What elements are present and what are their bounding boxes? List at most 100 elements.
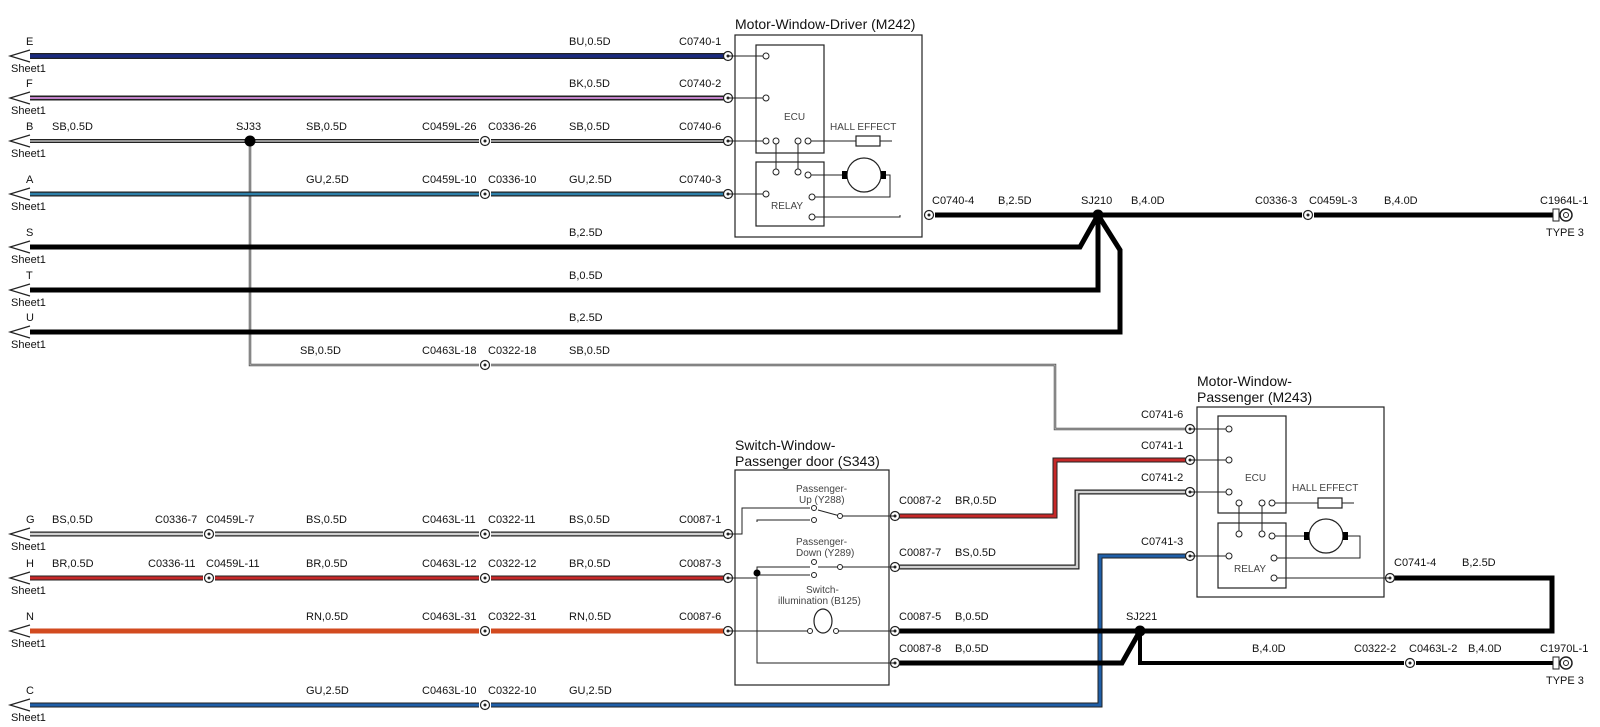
label-c00878: C0087-8: [899, 643, 941, 655]
label-c00877-w: BS,0.5D: [955, 547, 996, 559]
wire-c00875[interactable]: [895, 575, 1555, 634]
ground-terminal-1[interactable]: C1964L-1 TYPE 3: [1540, 195, 1588, 239]
label-e-conn: C0740-1: [679, 36, 721, 48]
label-g-w2: BS,0.5D: [306, 514, 347, 526]
s343-up-label-2: Up (Y288): [799, 495, 845, 506]
label-e-wire: BU,0.5D: [569, 36, 611, 48]
label-t-wire: B,0.5D: [569, 270, 603, 282]
label-sb-w2: SB,0.5D: [569, 345, 610, 357]
connector-pin-dot: [207, 532, 211, 536]
label-c07411: C0741-1: [1141, 440, 1183, 452]
offsheet-arrow-icon: [7, 527, 31, 541]
offsheet-arrow-icon: [7, 187, 31, 201]
splice-sj33[interactable]: [244, 135, 256, 147]
label-c00875-w: B,0.5D: [955, 611, 989, 623]
label-a-c2: C0336-10: [488, 174, 536, 186]
m243-pin: [1225, 552, 1233, 560]
label-c07414: C0741-4: [1394, 557, 1436, 569]
m243-pin: [1225, 425, 1233, 433]
label-n-c1: C0463L-31: [422, 611, 476, 623]
wire-c00872[interactable]: [895, 457, 1190, 519]
motor-window-driver[interactable]: Motor-Window-Driver (M242) ECU RELAY HAL…: [728, 16, 923, 238]
connector-pin-dot: [927, 213, 931, 217]
label-gnd2-w1: B,4.0D: [1252, 643, 1286, 655]
offsheet-arrow-icon: [7, 240, 31, 254]
label-b-w3: SB,0.5D: [569, 121, 610, 133]
splice-sj210[interactable]: [1092, 209, 1104, 221]
connector-pin-dot: [483, 192, 487, 196]
s343-pin: [811, 505, 817, 511]
label-h-w2: BR,0.5D: [306, 558, 348, 570]
m243-pin: [1235, 530, 1243, 538]
label-g-w3: BS,0.5D: [569, 514, 610, 526]
wire-c00878[interactable]: [895, 629, 1143, 666]
switch-window-passenger-door[interactable]: Switch-Window- Passenger door (S343) Pas…: [728, 437, 895, 686]
ground-2-eyelet-hole: [1563, 660, 1569, 666]
offsheet-sheet-ref: Sheet1: [11, 541, 46, 553]
wire-t[interactable]: [22, 215, 1101, 293]
splice-sj221[interactable]: [1134, 625, 1146, 637]
offsheet-sheet-ref: Sheet1: [11, 105, 46, 117]
s343-title-2: Passenger door (S343): [735, 453, 880, 469]
m242-title: Motor-Window-Driver (M242): [735, 16, 915, 32]
splice-sj210-label: SJ210: [1081, 195, 1112, 207]
m243-relay-label: RELAY: [1234, 564, 1266, 575]
label-b-conn: C0740-6: [679, 121, 721, 133]
ground-1-id: C1964L-1: [1540, 195, 1588, 207]
label-c0459l3: C0459L-3: [1309, 195, 1357, 207]
wire-s[interactable]: [22, 213, 1101, 250]
m242-pin: [772, 137, 780, 145]
offsheet-sheet-ref: Sheet1: [11, 63, 46, 75]
offsheet-sheet-ref: Sheet1: [11, 712, 46, 724]
motor-window-passenger[interactable]: Motor-Window- Passenger (M243) ECU RELAY…: [1190, 373, 1390, 598]
m243-title-1: Motor-Window-: [1197, 373, 1292, 389]
label-g-c2: C0459L-7: [206, 514, 254, 526]
m242-hall-sensor: [855, 135, 881, 147]
m242-motor-brush: [842, 171, 847, 179]
m243-motor-icon: [1308, 518, 1344, 554]
label-m243-out-w: B,2.5D: [1462, 557, 1496, 569]
label-sj210-w2: B,4.0D: [1131, 195, 1165, 207]
offsheet-letter: B: [26, 121, 33, 133]
wires: [22, 53, 1555, 708]
offsheet-letter: E: [26, 36, 33, 48]
s343-ill-label-2: illumination (B125): [778, 596, 861, 607]
label-c07413: C0741-3: [1141, 536, 1183, 548]
ground-terminal-2[interactable]: C1970L-1 TYPE 3: [1540, 643, 1588, 687]
offsheet-arrow-icon: [7, 49, 31, 63]
wire-sb-drop-color: [249, 141, 1190, 430]
ground-2-clip: [1552, 656, 1560, 670]
ground-1-type: TYPE 3: [1546, 227, 1584, 239]
label-c07404: C0740-4: [932, 195, 974, 207]
labels: BU,0.5D C0740-1 BK,0.5D C0740-2 SB,0.5D …: [52, 36, 1502, 697]
offsheet-sheet-ref: Sheet1: [11, 297, 46, 309]
connector-pin-dot: [1306, 213, 1310, 217]
label-c00875: C0087-5: [899, 611, 941, 623]
wire-sj221-ground[interactable]: [1138, 631, 1555, 665]
m242-pin: [794, 168, 802, 176]
grounds: C1964L-1 TYPE 3 C1970L-1 TYPE 3: [1540, 195, 1588, 687]
offsheet-arrow-e[interactable]: E Sheet1: [7, 36, 46, 75]
wire-u[interactable]: [22, 213, 1123, 335]
offsheet-arrow-icon: [7, 325, 31, 339]
offsheet-letter: U: [26, 312, 34, 324]
connector-pin-dot: [1408, 661, 1412, 665]
m242-relay-label: RELAY: [771, 201, 803, 212]
connector-pin-dot: [483, 532, 487, 536]
m243-ecu-label: ECU: [1245, 473, 1266, 484]
label-b-w2: SB,0.5D: [306, 121, 347, 133]
label-a-conn: C0740-3: [679, 174, 721, 186]
m242-pin: [762, 137, 770, 145]
s343-ill-label-1: Switch-: [806, 585, 839, 596]
m242-pin: [808, 193, 816, 201]
